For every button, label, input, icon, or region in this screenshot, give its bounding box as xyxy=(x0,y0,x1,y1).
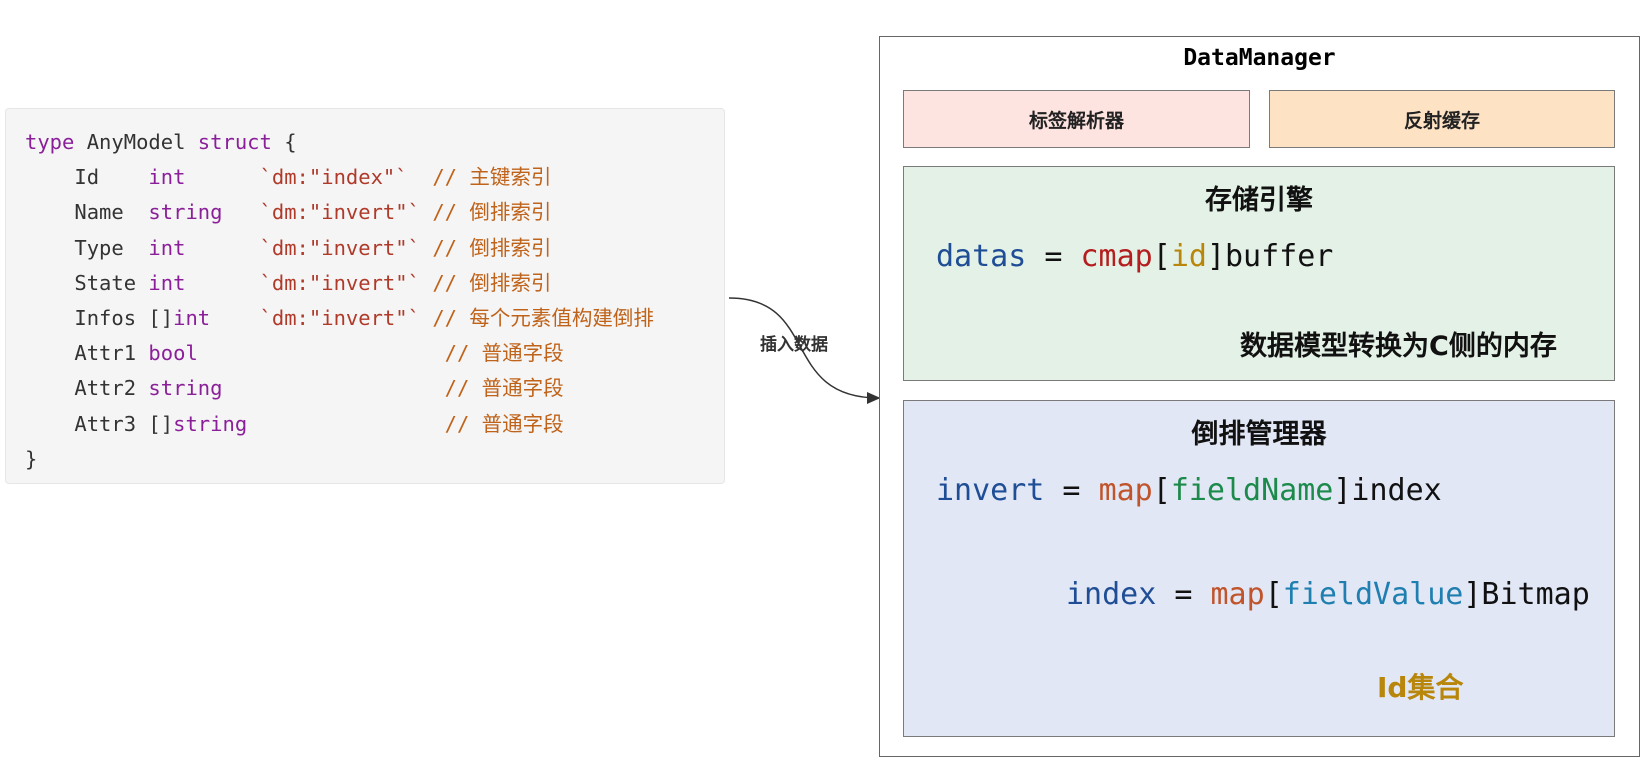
expression-token: fieldName xyxy=(1170,473,1334,508)
code-token: Id xyxy=(25,165,149,190)
code-token: string xyxy=(148,200,223,225)
code-line: State int `dm:"invert"` // 倒排索引 xyxy=(25,266,654,301)
code-token xyxy=(420,306,432,330)
invert-expression: invert = map[fieldName]index xyxy=(936,473,1442,508)
code-token: State xyxy=(25,270,149,295)
code-line: Type int `dm:"invert"` // 倒排索引 xyxy=(25,231,654,266)
code-token xyxy=(222,200,259,224)
code-line: Attr3 []string // 普通字段 xyxy=(25,407,654,442)
tag-parser-box: 标签解析器 xyxy=(903,90,1250,148)
expression-token: map xyxy=(1210,577,1265,612)
expression-token: = xyxy=(1156,577,1211,612)
expression-token: map xyxy=(1098,473,1153,508)
code-block: type AnyModel struct { Id int `dm:"index… xyxy=(5,108,725,484)
code-token: // 倒排索引 xyxy=(432,235,552,260)
code-line: Attr1 bool // 普通字段 xyxy=(25,336,654,371)
code-token: `dm:"invert"` xyxy=(259,200,420,225)
code-token: type xyxy=(25,130,75,154)
code-token xyxy=(247,412,444,436)
expression-token: cmap xyxy=(1080,239,1153,274)
code-token: string xyxy=(148,376,223,401)
code-token: Attr2 xyxy=(25,376,149,401)
expression-token: ]Bitmap xyxy=(1463,577,1590,612)
code-token: int xyxy=(173,305,211,330)
storage-engine-panel: 存储引擎 datas = cmap[id]buffer 数据模型转换为C侧的内存 xyxy=(903,166,1615,381)
storage-engine-title: 存储引擎 xyxy=(1205,185,1313,216)
inverted-manager-panel: 倒排管理器 invert = map[fieldName]index index… xyxy=(903,400,1615,737)
code-token: // 每个元素值构建倒排 xyxy=(432,305,654,330)
code-token: // 普通字段 xyxy=(444,411,564,436)
code-token: // 普通字段 xyxy=(444,376,564,401)
code-token: string xyxy=(173,411,248,436)
code-token xyxy=(420,271,432,295)
code-token: `dm:"invert"` xyxy=(259,270,420,295)
code-token xyxy=(185,236,259,260)
code-token xyxy=(222,376,444,400)
insert-data-label: 插入数据 xyxy=(760,335,828,355)
expression-token: [ xyxy=(1152,473,1171,508)
code-token xyxy=(420,236,432,260)
code-line: Attr2 string // 普通字段 xyxy=(25,371,654,406)
struct-definition-code: type AnyModel struct { Id int `dm:"index… xyxy=(25,125,654,477)
expression-token: ]buffer xyxy=(1206,239,1334,274)
code-token: Type xyxy=(25,235,149,260)
expression-token: fieldValue xyxy=(1282,577,1464,612)
code-token: // 倒排索引 xyxy=(432,270,552,295)
expression-token: = xyxy=(1026,239,1081,274)
code-token xyxy=(198,341,445,365)
code-token xyxy=(185,165,259,189)
code-token: } xyxy=(25,446,38,471)
code-token: int xyxy=(148,165,186,190)
code-token: { xyxy=(271,130,297,154)
index-expression: index = map[fieldValue]Bitmap xyxy=(1066,577,1590,612)
inverted-manager-title: 倒排管理器 xyxy=(1191,419,1327,450)
storage-expression: datas = cmap[id]buffer xyxy=(936,239,1333,274)
code-token xyxy=(420,200,432,224)
expression-token: ]index xyxy=(1333,473,1442,508)
code-token: // 普通字段 xyxy=(444,341,564,366)
code-token: struct xyxy=(197,130,272,154)
code-token: // 主键索引 xyxy=(432,165,552,190)
code-token xyxy=(408,165,433,189)
code-token xyxy=(185,271,259,295)
expression-token: = xyxy=(1044,473,1099,508)
code-line: Infos []int `dm:"invert"` // 每个元素值构建倒排 xyxy=(25,301,654,336)
code-line: type AnyModel struct { xyxy=(25,125,654,160)
expression-token: [ xyxy=(1152,239,1171,274)
expression-token: invert xyxy=(936,473,1045,508)
code-line: Name string `dm:"invert"` // 倒排索引 xyxy=(25,195,654,230)
storage-note: 数据模型转换为C侧的内存 xyxy=(1240,331,1557,362)
code-token: Name xyxy=(25,200,149,225)
id-set-label: Id集合 xyxy=(1377,671,1464,704)
code-token: bool xyxy=(148,341,198,366)
expression-token: index xyxy=(1066,577,1157,612)
reflect-cache-box: 反射缓存 xyxy=(1269,90,1615,148)
code-token: int xyxy=(148,270,186,295)
code-token: AnyModel xyxy=(74,130,198,154)
expression-token: id xyxy=(1170,239,1207,274)
expression-token: datas xyxy=(936,239,1027,274)
code-token: int xyxy=(148,235,186,260)
code-token: // 倒排索引 xyxy=(432,200,552,225)
data-manager-title: DataManager xyxy=(1183,45,1336,71)
code-token: Attr1 xyxy=(25,341,149,366)
code-token: `dm:"index"` xyxy=(259,165,408,190)
code-line: Id int `dm:"index"` // 主键索引 xyxy=(25,160,654,195)
code-token xyxy=(210,306,259,330)
expression-token: [ xyxy=(1264,577,1283,612)
code-token: Attr3 [] xyxy=(25,411,174,436)
code-line: } xyxy=(25,442,654,477)
code-token: `dm:"invert"` xyxy=(259,305,420,330)
code-token: Infos [] xyxy=(25,305,174,330)
code-token: `dm:"invert"` xyxy=(259,235,420,260)
